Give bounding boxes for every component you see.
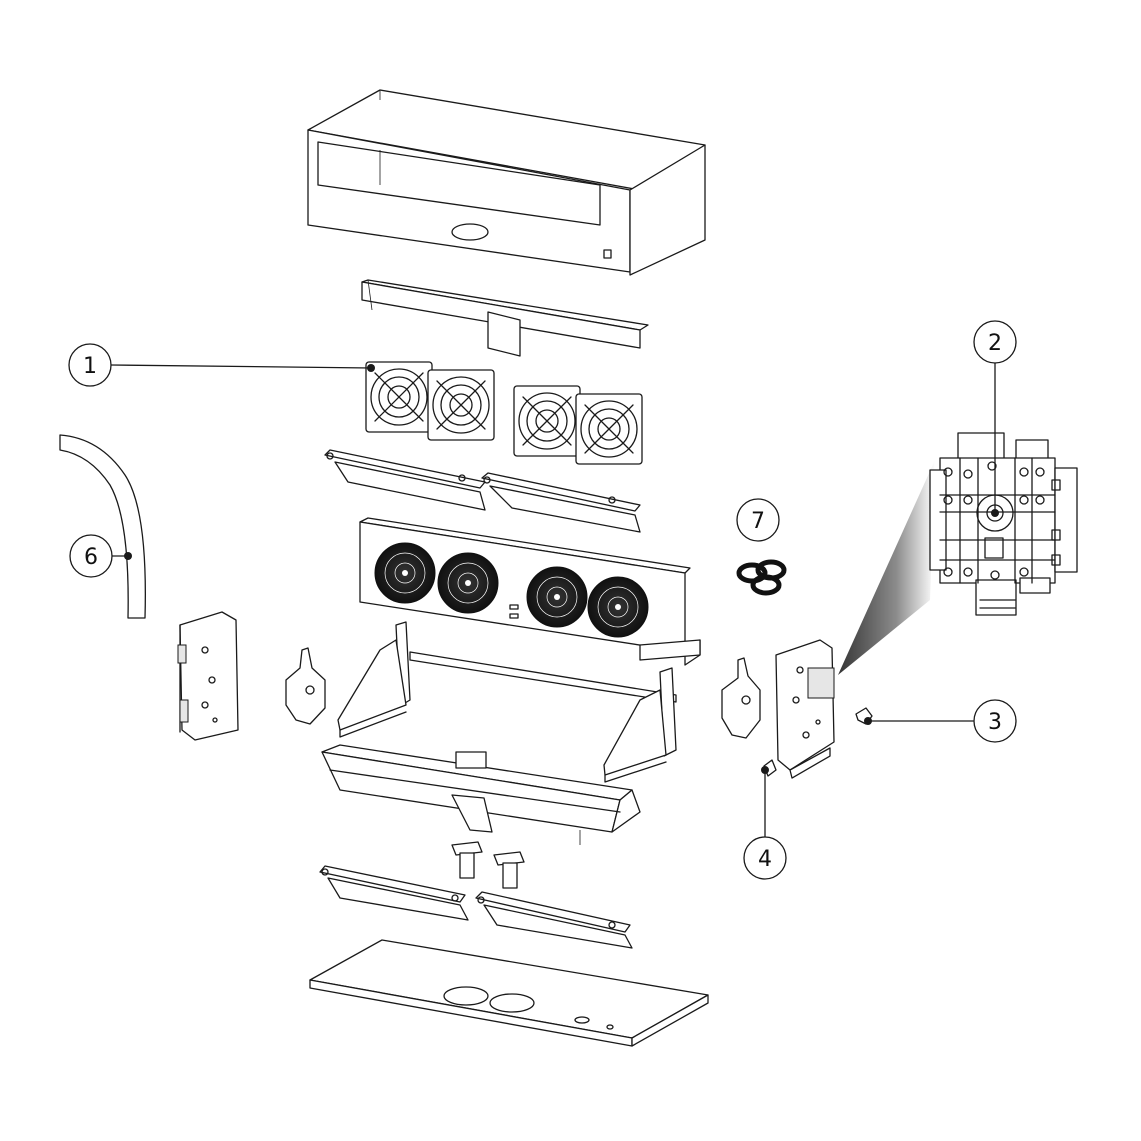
- callout-4: 4: [743, 836, 787, 880]
- callout-1: 1: [68, 343, 112, 387]
- lower-deflector-right: [475, 891, 633, 949]
- flexible-hose: [59, 434, 146, 619]
- callout-6: 6: [69, 534, 113, 578]
- zoom-indicator: [838, 460, 935, 675]
- small-fan-3: [513, 385, 581, 457]
- callout-1-label: 1: [83, 354, 97, 379]
- right-mounting-bracket: [721, 657, 761, 739]
- large-fan-2: [437, 552, 499, 614]
- small-fan-1: [365, 361, 433, 433]
- callout-7-label: 7: [751, 509, 765, 534]
- top-housing-cover: [307, 89, 706, 276]
- large-fan-panel: [359, 517, 701, 666]
- large-fan-1: [374, 542, 436, 604]
- drain-spout-left: [451, 841, 483, 879]
- lower-frame: [337, 621, 677, 783]
- callout-3: 3: [973, 699, 1017, 743]
- small-fan-4: [575, 393, 643, 465]
- callout-7: 7: [736, 498, 780, 542]
- callout-3-label: 3: [988, 710, 1002, 735]
- left-mounting-bracket: [285, 647, 326, 725]
- small-fan-group: [365, 361, 643, 465]
- upper-deflector-right: [481, 472, 641, 533]
- drain-spout-right: [493, 851, 525, 889]
- callout-2: 2: [973, 320, 1017, 364]
- large-fan-3: [526, 566, 588, 628]
- o-ring-set: [736, 559, 787, 596]
- callout-4-label: 4: [758, 847, 772, 872]
- left-side-panel: [177, 611, 239, 741]
- callout-leaders: [110, 362, 999, 838]
- callout-2-label: 2: [988, 331, 1002, 356]
- drain-trough: [321, 744, 641, 845]
- upper-deflector-left: [324, 449, 486, 511]
- large-fan-4: [587, 576, 649, 638]
- top-bracket: [361, 279, 649, 357]
- base-plate: [309, 939, 709, 1047]
- callout-6-label: 6: [84, 545, 98, 570]
- lower-deflector-left: [319, 865, 469, 921]
- right-side-panel: [775, 639, 835, 779]
- terminal-block-detail: [929, 432, 1078, 616]
- small-fan-2: [427, 369, 495, 441]
